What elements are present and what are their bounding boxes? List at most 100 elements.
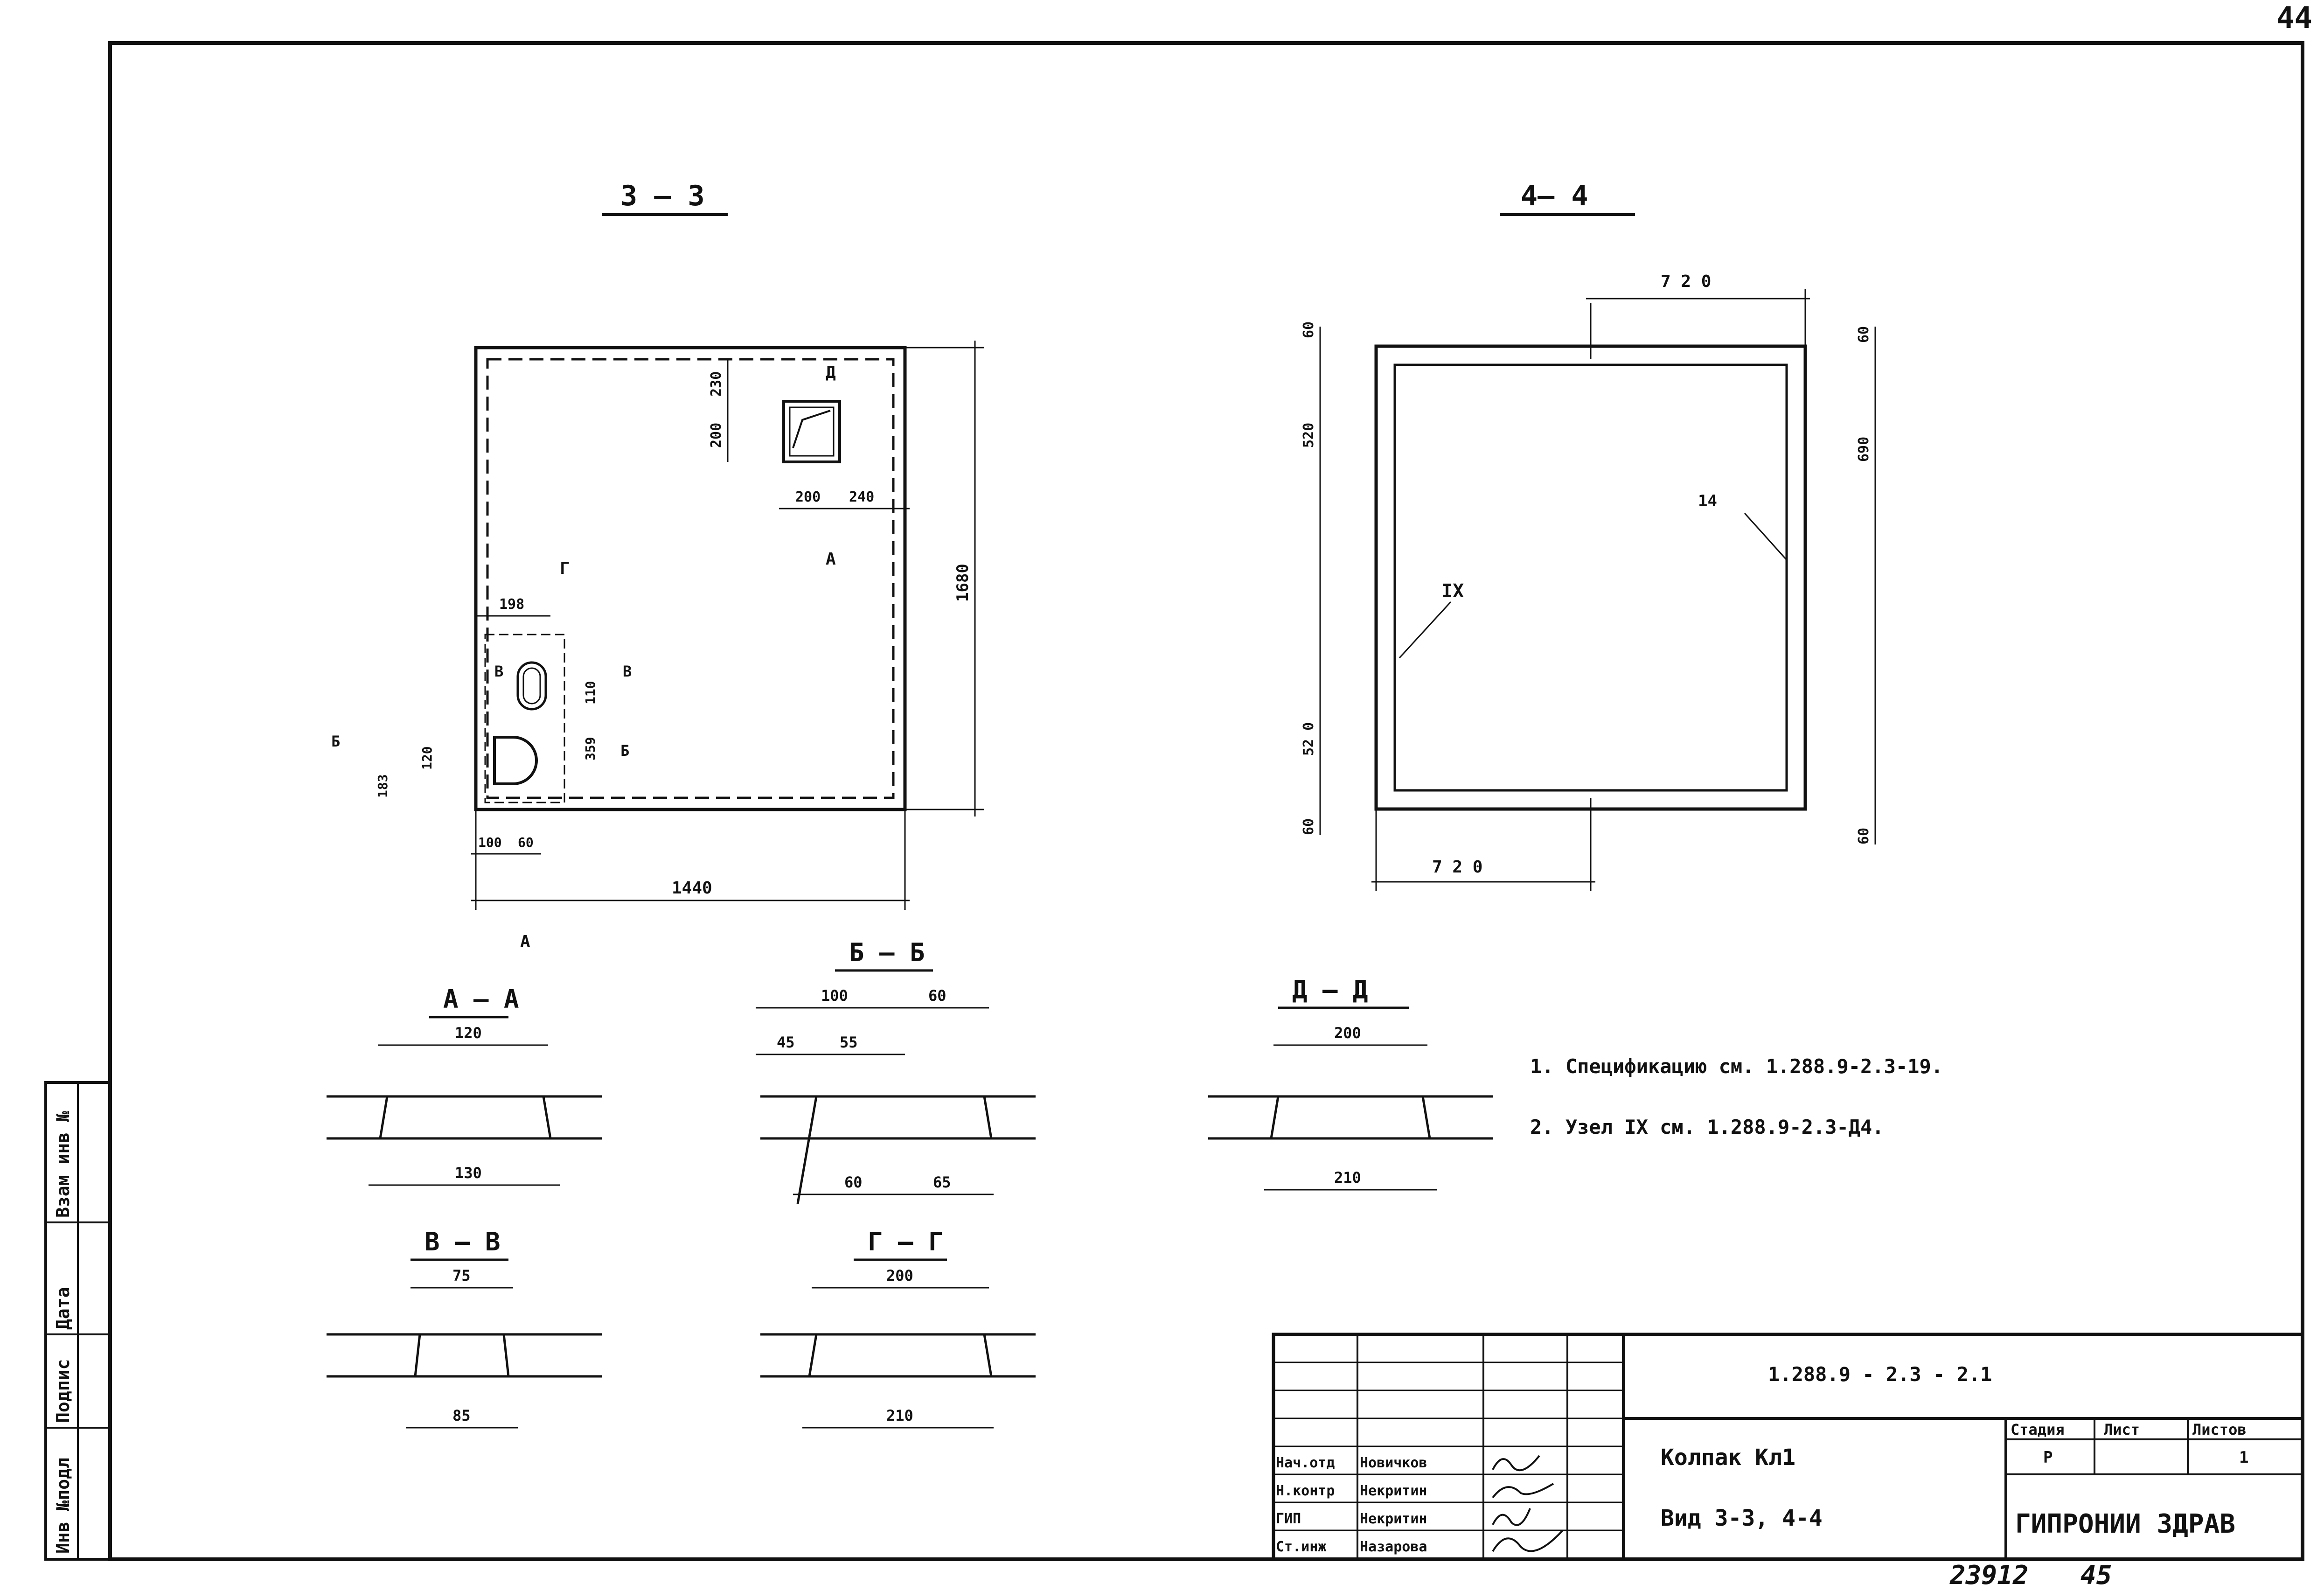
section-d-d-title: Д – Д bbox=[1292, 975, 1368, 1005]
drawing-name-2: Вид 3-3, 4-4 bbox=[1661, 1505, 1823, 1531]
cut-mark-b-left: Б bbox=[331, 733, 340, 750]
stamp-data: Дата bbox=[53, 1287, 73, 1330]
section-g-g-top-dim: 200 bbox=[886, 1267, 913, 1284]
dim-right-690: 690 bbox=[1856, 437, 1872, 462]
node-callout: IX bbox=[1441, 580, 1464, 602]
cut-mark-v-left: В bbox=[494, 663, 503, 680]
title-block: 1.288.9 - 2.3 - 2.1 Колпак Кл1 Вид 3-3, … bbox=[1272, 1333, 2304, 1561]
frame-inner bbox=[1393, 363, 1788, 792]
dim-359: 359 bbox=[583, 737, 598, 761]
section-a-a-top-dim: 120 bbox=[455, 1024, 482, 1042]
stamp-podpis: Подпис bbox=[53, 1359, 73, 1423]
section-g-g-bottom-dim: 210 bbox=[886, 1407, 913, 1424]
dim-1680: 1680 bbox=[953, 564, 972, 602]
side-stamp: Инв №подл Подпис Дата Взам инв № bbox=[44, 1081, 111, 1561]
sheet-label: Лист bbox=[2104, 1421, 2140, 1438]
dim-200-horizontal: 200 bbox=[795, 489, 821, 505]
stamp-vzam-inv: Взам инв № bbox=[53, 1111, 73, 1218]
dim-left-60-top: 60 bbox=[1301, 321, 1317, 338]
sheets-label: Листов bbox=[2192, 1421, 2247, 1438]
slab-inner-dashed bbox=[486, 358, 895, 799]
section-d-d-top-dim: 200 bbox=[1334, 1024, 1361, 1042]
role-3: ГИП bbox=[1276, 1511, 1301, 1527]
section-a-a-bottom-dim: 130 bbox=[455, 1164, 482, 1182]
dim-left-520-top: 520 bbox=[1301, 423, 1317, 448]
section-d-d: Д – Д 200 210 bbox=[1208, 975, 1493, 1191]
dim-100: 100 bbox=[478, 835, 502, 850]
section-v-v-top-dim: 75 bbox=[452, 1267, 471, 1284]
section-v-v-bottom-dim: 85 bbox=[452, 1407, 471, 1424]
cut-mark-g: Г bbox=[560, 559, 570, 578]
section-b-b-top-a: 100 bbox=[821, 987, 848, 1005]
dim-60: 60 bbox=[518, 835, 534, 850]
section-a-a-title: А — А bbox=[443, 984, 519, 1014]
oval-opening bbox=[516, 661, 547, 711]
name-2: Некритин bbox=[1360, 1483, 1427, 1499]
dim-110: 110 bbox=[583, 681, 598, 705]
dim-left-520-bottom: 52 0 bbox=[1301, 722, 1317, 756]
cut-mark-b-right: Б bbox=[620, 742, 629, 760]
item-callout: 14 bbox=[1698, 492, 1717, 510]
section-v-v: В — В 75 85 bbox=[327, 1227, 602, 1429]
section-v-v-title: В — В bbox=[424, 1227, 501, 1256]
frame-outer bbox=[1374, 344, 1807, 811]
dim-183: 183 bbox=[375, 774, 390, 798]
sheets-value: 1 bbox=[2239, 1448, 2248, 1467]
name-3: Некритин bbox=[1360, 1511, 1427, 1527]
cut-mark-a-right: А bbox=[826, 550, 836, 569]
round-opening bbox=[493, 736, 538, 785]
dim-200-vertical: 200 bbox=[708, 423, 724, 448]
page-number: 45 bbox=[2080, 1560, 2112, 1591]
signature-4 bbox=[1492, 1529, 1564, 1552]
signature-2 bbox=[1492, 1483, 1554, 1499]
cut-mark-a-bottom: А bbox=[520, 932, 530, 951]
signature-3 bbox=[1492, 1508, 1531, 1526]
drawing-name-1: Колпак Кл1 bbox=[1661, 1444, 1795, 1471]
role-1: Нач.отд bbox=[1276, 1455, 1335, 1471]
doc-code: 1.288.9 - 2.3 - 2.1 bbox=[1768, 1363, 1992, 1386]
dim-left-60-bottom: 60 bbox=[1301, 818, 1317, 835]
dim-120: 120 bbox=[419, 746, 435, 770]
dim-198: 198 bbox=[499, 596, 524, 613]
note-2: 2. Узел IX см. 1.288.9-2.3-Д4. bbox=[1530, 1116, 1884, 1138]
role-4: Ст.инж bbox=[1276, 1539, 1326, 1555]
dim-1440: 1440 bbox=[672, 879, 712, 898]
name-1: Новичков bbox=[1360, 1455, 1427, 1471]
cut-mark-d-top: Д bbox=[826, 363, 836, 382]
section-3-3-title: 3 — 3 bbox=[620, 180, 705, 212]
dim-right-60-top: 60 bbox=[1856, 326, 1872, 343]
note-1: 1. Спецификацию см. 1.288.9-2.3-19. bbox=[1530, 1055, 1943, 1078]
sheet-frame bbox=[108, 41, 2304, 1561]
role-2: Н.контр bbox=[1276, 1483, 1335, 1499]
section-g-g: Г – Г 200 210 bbox=[760, 1227, 1036, 1429]
signature-1 bbox=[1492, 1455, 1540, 1472]
section-b-b-top-b: 60 bbox=[928, 987, 946, 1005]
dim-230: 230 bbox=[708, 371, 724, 397]
slab-outline bbox=[474, 346, 907, 811]
section-d-d-bottom-dim: 210 bbox=[1334, 1169, 1361, 1186]
section-b-b: Б – Б 100 60 45 55 60 65 bbox=[756, 938, 1036, 1204]
section-b-b-bottom-a: 60 bbox=[844, 1173, 863, 1191]
archive-number: 23912 bbox=[1949, 1560, 2029, 1591]
corner-number: 44 bbox=[2276, 1, 2312, 35]
square-opening bbox=[782, 400, 841, 463]
section-b-b-top-d: 55 bbox=[840, 1033, 858, 1051]
dim-240: 240 bbox=[849, 489, 874, 505]
stamp-inv-podl: Инв №подл bbox=[53, 1458, 73, 1554]
section-4-4-title: 4— 4 bbox=[1521, 180, 1588, 212]
dim-right-60-bottom: 60 bbox=[1856, 828, 1872, 844]
cut-mark-v-right: В bbox=[623, 663, 632, 680]
section-3-3: 3 — 3 1680 1440 230 200 200 240 198 110 … bbox=[331, 180, 984, 951]
section-b-b-top-c: 45 bbox=[777, 1033, 795, 1051]
section-b-b-title: Б – Б bbox=[849, 938, 925, 967]
section-g-g-title: Г – Г bbox=[868, 1227, 944, 1256]
organization: ГИПРОНИИ ЗДРАВ bbox=[2015, 1509, 2235, 1539]
section-4-4: 4— 4 7 2 0 7 2 0 60 520 52 0 60 60 690 6… bbox=[1301, 180, 1876, 891]
section-b-b-bottom-b: 65 bbox=[933, 1173, 951, 1191]
dim-720-bottom: 7 2 0 bbox=[1432, 858, 1482, 877]
stage-label: Стадия bbox=[2011, 1421, 2065, 1438]
stage-value: Р bbox=[2043, 1448, 2053, 1467]
section-a-a: А — А 120 130 bbox=[327, 984, 602, 1186]
name-4: Назарова bbox=[1360, 1539, 1427, 1555]
